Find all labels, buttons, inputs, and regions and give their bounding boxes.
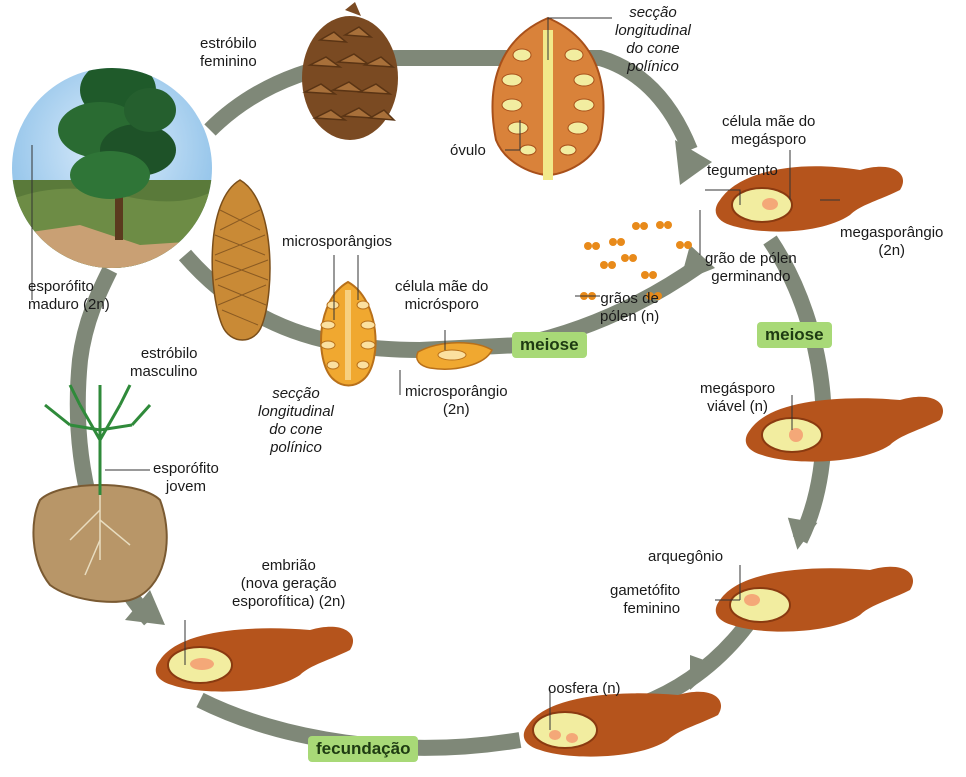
- label-estrobilo-feminino: estróbilo feminino: [200, 35, 257, 71]
- label-esporofito-maduro: esporófito maduro (2n): [28, 278, 110, 314]
- label-celula-mae-megasporo: célula mãe do megásporo: [722, 113, 815, 149]
- label-arquegonio: arquegônio: [648, 548, 723, 566]
- label-microsporangios: microsporângios: [282, 233, 392, 251]
- label-seccao-cone-polinico-bottom: secção longitudinal do cone polínico: [258, 385, 334, 457]
- label-oosfera: oosfera (n): [548, 680, 621, 698]
- label-celula-mae-microsporo: célula mãe do micrósporo: [395, 278, 488, 314]
- label-ovulo: óvulo: [450, 142, 486, 160]
- female-cone-image: [302, 2, 398, 140]
- male-cone-section-image: [321, 282, 376, 386]
- label-microsporangio: microsporângio (2n): [405, 383, 508, 419]
- label-grao-polen-germinando: grão de pólen germinando: [705, 250, 797, 286]
- mature-sporophyte-image: [10, 60, 215, 270]
- ovule-megaspore-image: [746, 397, 943, 462]
- label-seccao-cone-polinico-top: secção longitudinal do cone polínico: [615, 4, 691, 76]
- label-tegumento: tegumento: [707, 162, 778, 180]
- label-embriao: embrião (nova geração esporofítica) (2n): [232, 557, 345, 611]
- young-sporophyte-image: [33, 385, 166, 602]
- ovule-gametophyte-image: [716, 567, 913, 632]
- label-megasporo-viavel: megásporo viável (n): [700, 380, 775, 416]
- male-cone-image: [212, 180, 270, 340]
- label-esporofito-jovem: esporófito jovem: [153, 460, 219, 496]
- badge-fecundacao: fecundação: [308, 736, 418, 762]
- label-gametofito-feminino: gametófito feminino: [610, 582, 680, 618]
- label-estrobilo-masculino: estróbilo masculino: [130, 345, 198, 381]
- ovule-fertilization-image: [524, 692, 721, 757]
- badge-meiose-male: meiose: [512, 332, 587, 358]
- label-graos-polen: grãos de pólen (n): [600, 290, 659, 326]
- badge-meiose-female: meiose: [757, 322, 832, 348]
- label-megasporangio: megasporângio (2n): [840, 224, 943, 260]
